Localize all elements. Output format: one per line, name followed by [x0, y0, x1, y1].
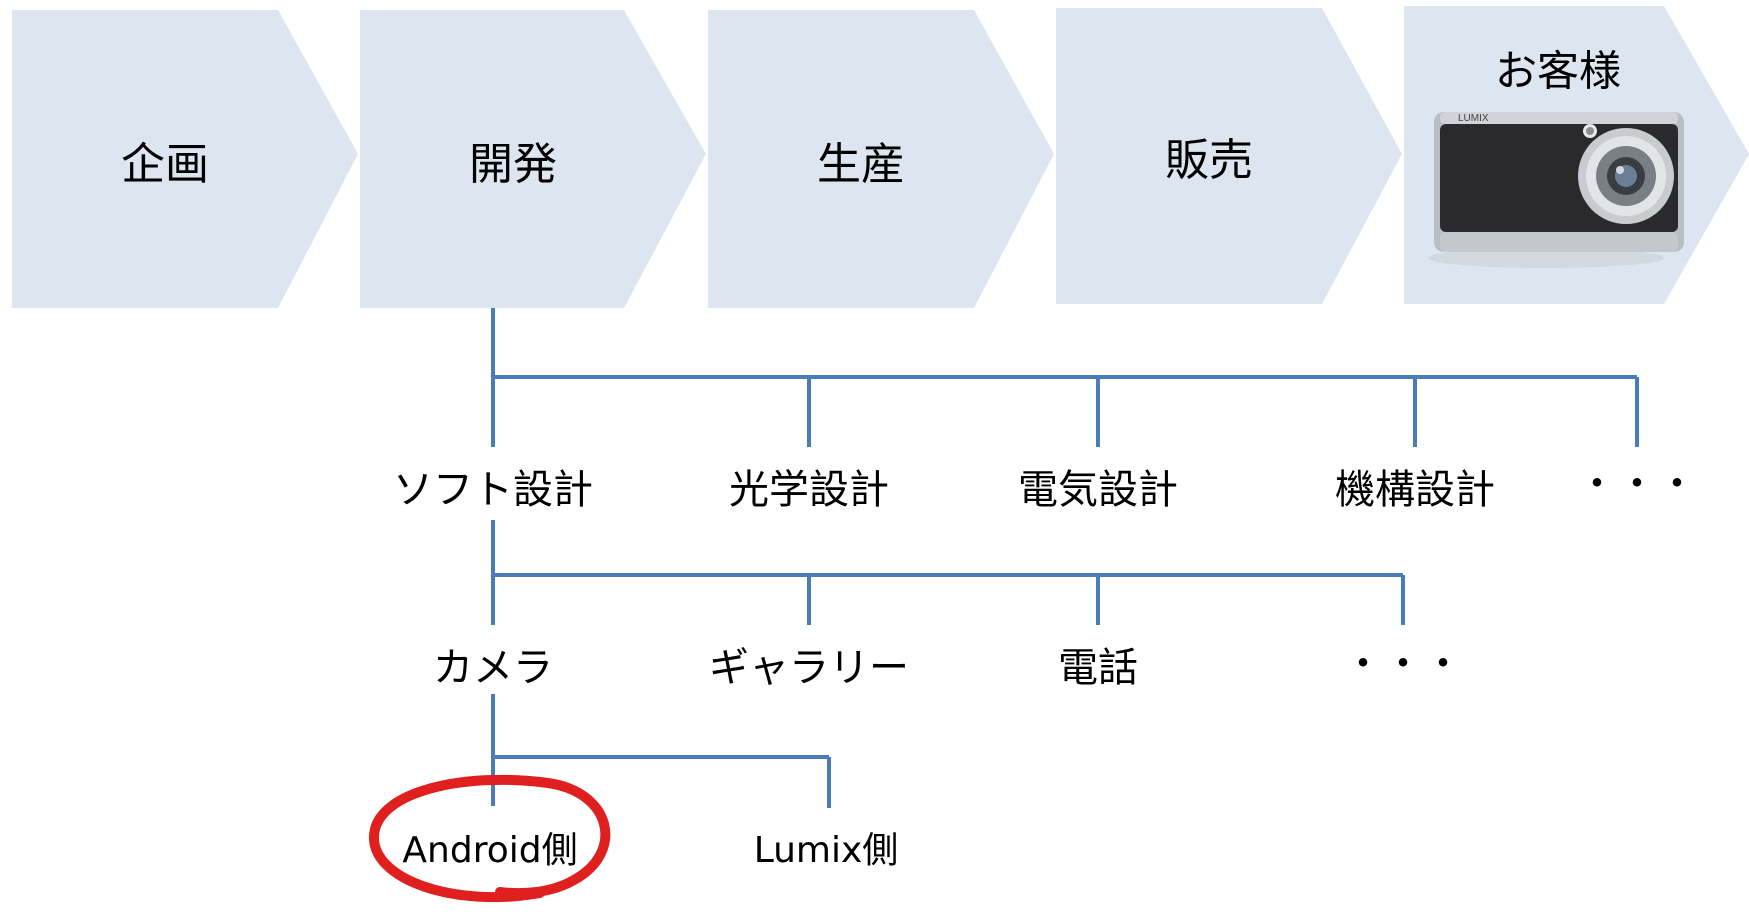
- stage-label-sales: 販売: [1165, 135, 1253, 186]
- discipline-mechanical: 機構設計: [1335, 467, 1495, 513]
- module-phone: 電話: [1058, 645, 1138, 691]
- module-more: ・・・: [1343, 641, 1463, 687]
- chevron-development: [360, 10, 706, 308]
- tree-connectors: [491, 308, 1639, 808]
- stage-label-planning: 企画: [121, 139, 209, 190]
- discipline-optical: 光学設計: [729, 467, 889, 513]
- discipline-electrical: 電気設計: [1018, 467, 1178, 513]
- camera-brand-text: LUMIX: [1458, 113, 1489, 124]
- stage-label-production: 生産: [817, 139, 905, 190]
- chevron-sales: [1056, 8, 1402, 304]
- module-camera: カメラ: [433, 645, 553, 691]
- camera-image: LUMIX: [1428, 112, 1684, 268]
- stage-label-customer: お客様: [1494, 46, 1622, 96]
- chevron-production: [708, 10, 1054, 308]
- stage-label-development: 開発: [469, 139, 557, 190]
- camera-side-lumix: Lumix側: [753, 830, 899, 871]
- camera-side-android: Android側: [402, 830, 578, 871]
- highlight-circle: [368, 774, 611, 903]
- module-gallery: ギャラリー: [709, 645, 909, 691]
- discipline-more: ・・・: [1577, 461, 1697, 507]
- discipline-software: ソフト設計: [393, 467, 593, 513]
- chevron-planning: [12, 10, 358, 308]
